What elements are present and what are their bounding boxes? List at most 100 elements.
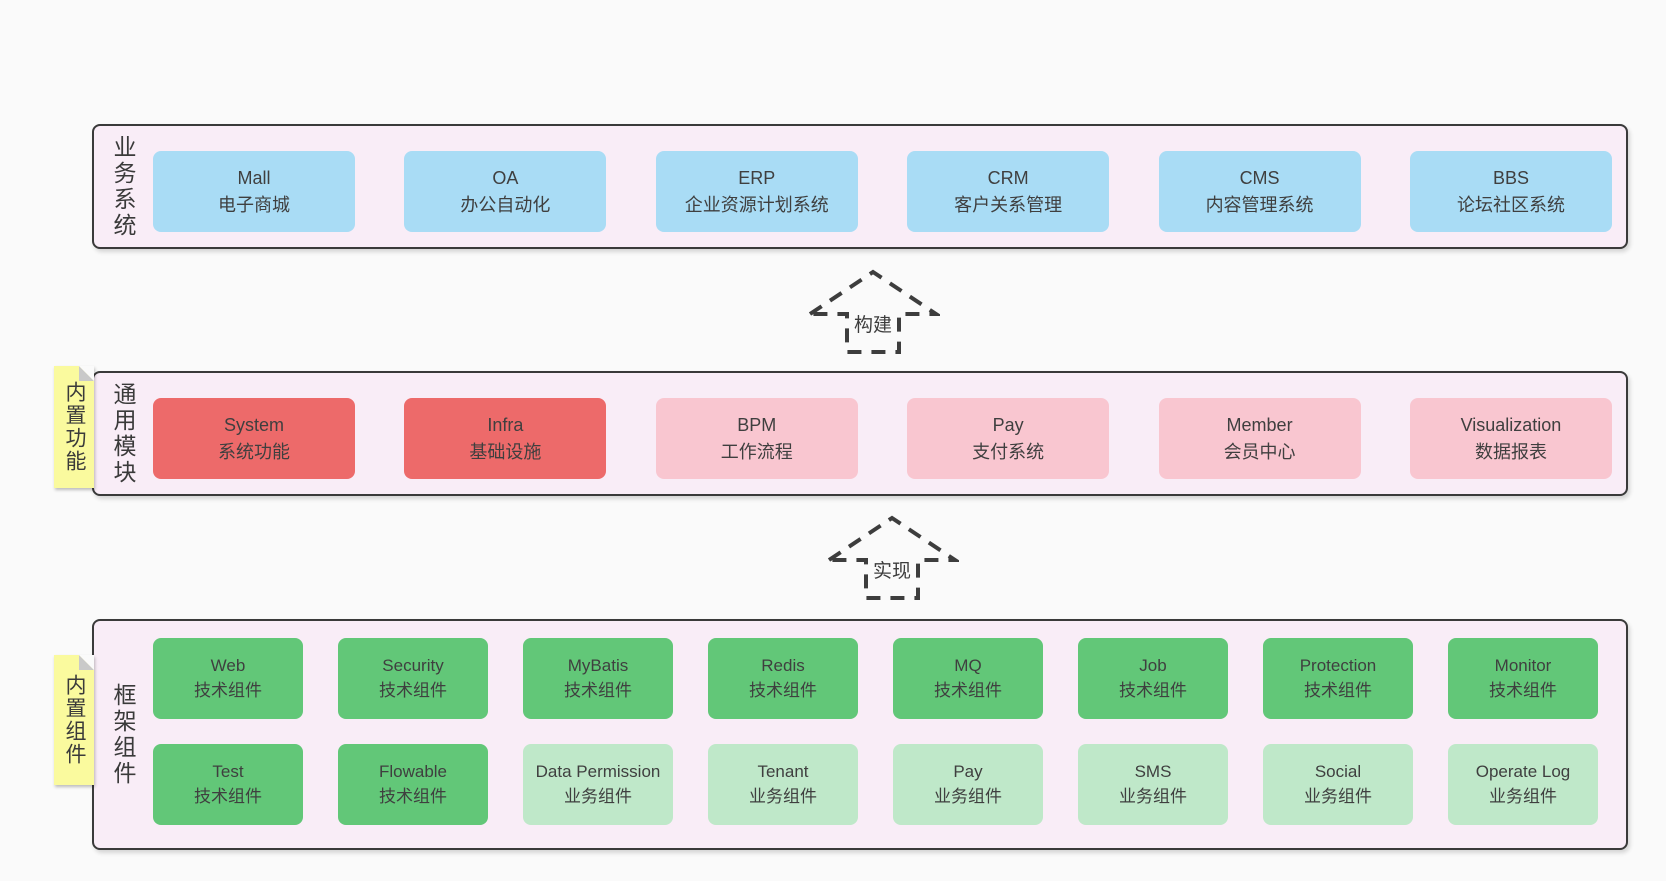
arrow-build-label: 构建 [850, 310, 896, 337]
box-name: BBS [1492, 167, 1529, 188]
box-name: Security [382, 656, 444, 676]
box-operate-log: Operate Log 业务组件 [1448, 744, 1598, 825]
band-framework-components-label: 框架组件 [110, 682, 136, 787]
box-name: Member [1226, 414, 1293, 435]
business-systems-row: Mall 电子商城 OA 办公自动化 ERP 企业资源计划系统 CRM 客户关系… [153, 151, 1612, 232]
box-name: Pay [992, 414, 1024, 435]
box-pay-system: Pay 支付系统 [907, 398, 1110, 479]
box-protection: Protection 技术组件 [1263, 638, 1413, 719]
box-name: MyBatis [567, 656, 629, 676]
box-member: Member 会员中心 [1158, 398, 1361, 479]
arrow-implement-label: 实现 [869, 556, 915, 583]
box-bpm: BPM 工作流程 [655, 398, 858, 479]
box-name: Job [1139, 656, 1167, 676]
box-name: Monitor [1494, 656, 1552, 676]
band-business-systems: 业务系统 Mall 电子商城 OA 办公自动化 ERP 企业资源计划系统 CRM… [92, 124, 1628, 249]
box-pay-component: Pay 业务组件 [893, 744, 1043, 825]
box-desc: 企业资源计划系统 [684, 194, 829, 215]
box-name: System [223, 414, 284, 435]
box-name: Visualization [1460, 414, 1562, 435]
sticky-note-builtin-components: 内置组件 [54, 655, 94, 785]
box-name: ERP [738, 167, 776, 188]
box-desc: 业务组件 [749, 786, 817, 806]
sticky-note-label: 内置组件 [63, 674, 86, 766]
box-infra: Infra 基础设施 [404, 398, 607, 479]
box-oa: OA 办公自动化 [404, 151, 607, 232]
box-name: MQ [954, 656, 982, 676]
common-modules-row: System 系统功能 Infra 基础设施 BPM 工作流程 Pay 支付系统… [153, 398, 1612, 479]
box-desc: 会员中心 [1223, 441, 1296, 462]
box-desc: 技术组件 [1489, 680, 1557, 700]
box-desc: 业务组件 [1489, 786, 1557, 806]
box-erp: ERP 企业资源计划系统 [655, 151, 858, 232]
box-desc: 技术组件 [1304, 680, 1372, 700]
box-desc: 技术组件 [934, 680, 1002, 700]
box-desc: 业务组件 [1304, 786, 1372, 806]
box-desc: 技术组件 [379, 786, 447, 806]
box-name: Protection [1299, 656, 1377, 676]
sticky-note-label: 内置功能 [63, 381, 86, 473]
box-desc: 论坛社区系统 [1456, 194, 1565, 215]
box-cms: CMS 内容管理系统 [1158, 151, 1361, 232]
box-desc: 业务组件 [564, 786, 632, 806]
box-job: Job 技术组件 [1078, 638, 1228, 719]
arrow-implement: 实现 [825, 512, 959, 604]
band-framework-components: 框架组件 Web 技术组件 Security 技术组件 MyBatis 技术组件… [92, 619, 1628, 850]
box-name: Redis [761, 656, 805, 676]
box-flowable: Flowable 技术组件 [338, 744, 488, 825]
sticky-note-builtin-features: 内置功能 [54, 366, 94, 488]
box-system: System 系统功能 [153, 398, 355, 479]
band-common-modules-label: 通用模块 [110, 381, 136, 486]
box-web: Web 技术组件 [153, 638, 303, 719]
fold-corner-icon [79, 366, 94, 381]
box-name: CMS [1239, 167, 1280, 188]
box-name: SMS [1134, 762, 1172, 782]
box-desc: 技术组件 [1119, 680, 1187, 700]
box-desc: 技术组件 [379, 680, 447, 700]
box-monitor: Monitor 技术组件 [1448, 638, 1598, 719]
box-name: Infra [487, 414, 524, 435]
box-bbs: BBS 论坛社区系统 [1409, 151, 1612, 232]
box-desc: 数据报表 [1474, 441, 1547, 462]
box-mybatis: MyBatis 技术组件 [523, 638, 673, 719]
box-desc: 电子商城 [218, 194, 290, 215]
arrow-build: 构建 [806, 266, 940, 358]
box-security: Security 技术组件 [338, 638, 488, 719]
box-desc: 技术组件 [564, 680, 632, 700]
box-name: OA [492, 167, 519, 188]
box-name: Mall [237, 167, 271, 188]
framework-components-row-1: Web 技术组件 Security 技术组件 MyBatis 技术组件 Redi… [153, 638, 1598, 719]
box-name: BPM [737, 414, 777, 435]
fold-corner-icon [79, 655, 94, 670]
box-desc: 基础设施 [469, 441, 542, 462]
box-crm: CRM 客户关系管理 [907, 151, 1110, 232]
box-mall: Mall 电子商城 [153, 151, 355, 232]
box-desc: 技术组件 [194, 680, 262, 700]
box-data-permission: Data Permission 业务组件 [523, 744, 673, 825]
band-business-systems-label: 业务系统 [110, 134, 136, 239]
box-name: Data Permission [535, 762, 661, 782]
box-desc: 工作流程 [720, 441, 793, 462]
box-desc: 内容管理系统 [1205, 194, 1314, 215]
box-redis: Redis 技术组件 [708, 638, 858, 719]
box-name: Test [212, 762, 244, 782]
box-desc: 客户关系管理 [954, 194, 1063, 215]
box-visualization: Visualization 数据报表 [1409, 398, 1612, 479]
box-desc: 支付系统 [972, 441, 1045, 462]
box-name: Web [210, 656, 246, 676]
box-desc: 业务组件 [1119, 786, 1187, 806]
box-name: Pay [953, 762, 983, 782]
box-name: CRM [987, 167, 1029, 188]
box-desc: 技术组件 [194, 786, 262, 806]
box-name: Flowable [378, 762, 448, 782]
box-name: Social [1314, 762, 1362, 782]
box-sms: SMS 业务组件 [1078, 744, 1228, 825]
box-name: Tenant [757, 762, 809, 782]
box-desc: 业务组件 [934, 786, 1002, 806]
band-common-modules: 通用模块 System 系统功能 Infra 基础设施 BPM 工作流程 Pay… [92, 371, 1628, 496]
box-mq: MQ 技术组件 [893, 638, 1043, 719]
framework-components-row-2: Test 技术组件 Flowable 技术组件 Data Permission … [153, 744, 1598, 825]
box-tenant: Tenant 业务组件 [708, 744, 858, 825]
box-name: Operate Log [1475, 762, 1571, 782]
